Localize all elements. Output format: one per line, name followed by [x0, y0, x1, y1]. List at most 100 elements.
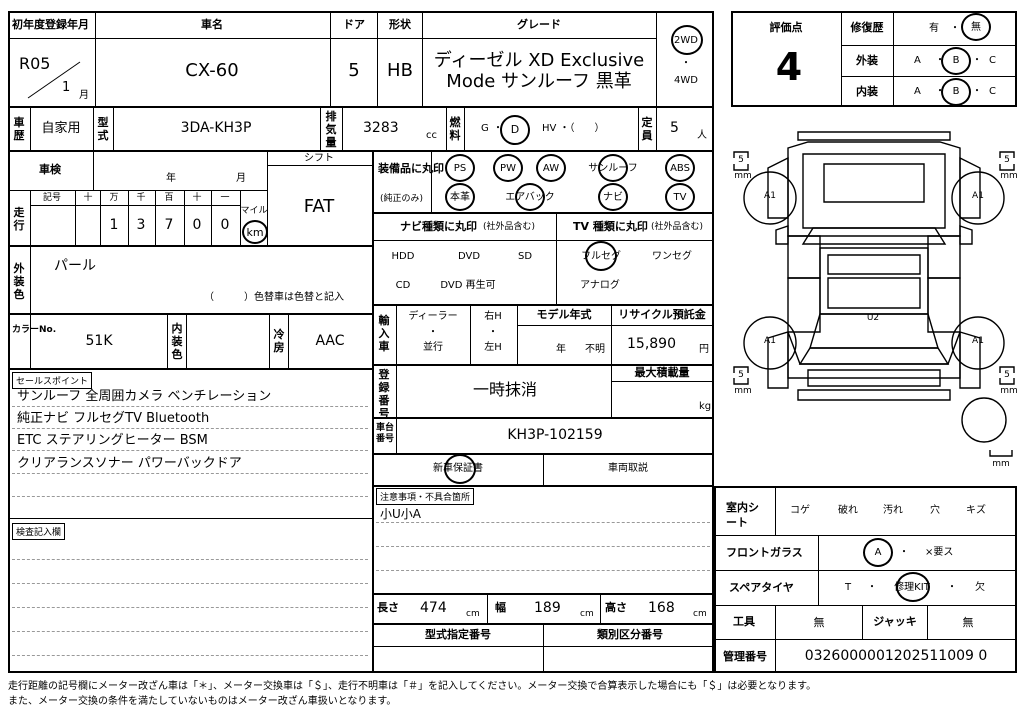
grade-dot: ・ [972, 55, 982, 66]
wheel-front-left [743, 171, 797, 225]
first-reg-month: 1 [62, 80, 71, 95]
hood-top-outline [797, 131, 951, 141]
divider [470, 304, 471, 364]
displacement-label: 排気量 [325, 110, 337, 149]
divider [30, 313, 31, 368]
divider [543, 623, 544, 673]
divider [93, 106, 94, 150]
exterior-color-value: パール [54, 258, 96, 274]
import-dot: ・ [428, 327, 438, 338]
divider [396, 417, 397, 453]
color-no-value: 51K [85, 333, 113, 349]
divider [8, 313, 372, 315]
manual-label: 車両取説 [608, 463, 648, 474]
length-unit: cm [466, 609, 480, 619]
exterior-color-label: 外装色 [13, 262, 25, 301]
divider [288, 313, 289, 368]
hood-outline [787, 141, 961, 237]
divider [775, 605, 776, 639]
doors-label: ドア [343, 18, 365, 31]
sales-label: セールスポイント [12, 372, 93, 389]
divider [638, 106, 639, 150]
recycle-label: リサイクル預託金 [618, 308, 706, 321]
shaken-month-unit: 月 [236, 173, 246, 184]
divider [8, 245, 372, 247]
divider [714, 639, 1017, 640]
import-rh: 右H [484, 311, 502, 322]
grade-b: B [952, 55, 960, 66]
equip-circle [493, 154, 523, 182]
divider [8, 518, 372, 519]
divider [611, 304, 612, 364]
fuel-circle [500, 115, 530, 145]
equip-aw: AW [542, 163, 560, 174]
cooler-label: 冷房 [273, 328, 285, 354]
seat-label: 室内シート [726, 500, 762, 530]
color-no-label-text: カラーNo. [12, 325, 57, 335]
first-reg-label: 初年度登録年月 [12, 18, 89, 31]
digit-header: 一 [220, 193, 230, 203]
grade-c: C [989, 55, 996, 66]
hood-inner [802, 153, 946, 229]
width-value: 189 [534, 600, 561, 616]
right-rear-fender [959, 331, 981, 389]
length-value: 474 [420, 600, 447, 616]
footer-line1: 走行距離の記号欄にメーター改ざん車は「＊」、メーター交換車は「＄」、走行不明車は… [8, 681, 817, 692]
symbol-label: 記号 [42, 193, 62, 203]
divider [841, 45, 1017, 46]
tire-depth-rl: 5 [738, 370, 744, 380]
import-lh: 左H [484, 342, 502, 353]
tire-unit-fr: mm [1000, 171, 1018, 181]
equipment-sublabel: (純正のみ) [380, 194, 424, 204]
tools-label: 工具 [733, 615, 755, 628]
divider [396, 364, 397, 417]
capacity-label: 定員 [641, 116, 653, 142]
digit-value: 0 [192, 217, 202, 233]
digit-header: 千 [136, 193, 146, 203]
grade-b: B [952, 86, 960, 97]
max-load-unit: kg [699, 401, 712, 412]
grade-a: A [914, 86, 921, 97]
tread-bracket-fr-low [999, 164, 1015, 171]
right-mirror [959, 225, 973, 245]
sales-line: 純正ナビ フルセグTV Bluetooth [17, 411, 210, 426]
divider [372, 240, 714, 241]
warranty-label: 新車保証書 [433, 463, 483, 474]
fuel-g: G [481, 123, 489, 134]
divider [841, 76, 1017, 77]
divider [775, 486, 776, 535]
first-reg-year: R05 [19, 54, 51, 73]
shift-label: シフト [304, 153, 334, 164]
shaken-year-unit: 年 [166, 173, 176, 184]
guide-line [376, 546, 710, 547]
tread-bracket-rr [999, 366, 1015, 373]
spare-none: 欠 [975, 582, 985, 593]
divider [128, 190, 129, 245]
notes-label: 注意事項・不具合箇所 [376, 488, 475, 505]
jack-value: 無 [962, 616, 974, 629]
chassis-label: 車台番号 [376, 423, 395, 444]
displacement-value: 3283 [363, 120, 399, 136]
seat-item: 破れ [838, 505, 858, 516]
cabin-rear [827, 277, 921, 309]
chassis-value: KH3P-102159 [507, 427, 603, 443]
spare-tire [961, 397, 1007, 443]
mileage-label: 走行 [13, 206, 25, 232]
divider [167, 313, 168, 368]
divider [30, 205, 240, 206]
nav-dvd-play: DVD 再生可 [440, 280, 496, 291]
divider [8, 190, 267, 191]
type-designation-label: 型式指定番号 [425, 628, 491, 641]
seat-label-text: 室内シート [726, 501, 759, 529]
sales-line: サンルーフ 全周囲カメラ ベンチレーション [17, 389, 272, 404]
divider [269, 313, 270, 368]
glass-dot: ・ [899, 547, 909, 558]
divider [543, 453, 544, 485]
history-label: 車歴 [13, 116, 25, 142]
model-label: 型式 [97, 116, 109, 142]
equip-circle [445, 183, 475, 211]
exterior-grade-circle [941, 47, 971, 75]
tread-bracket-fl [733, 151, 749, 158]
equip-circle [515, 183, 545, 211]
score-label: 評価点 [769, 21, 803, 34]
